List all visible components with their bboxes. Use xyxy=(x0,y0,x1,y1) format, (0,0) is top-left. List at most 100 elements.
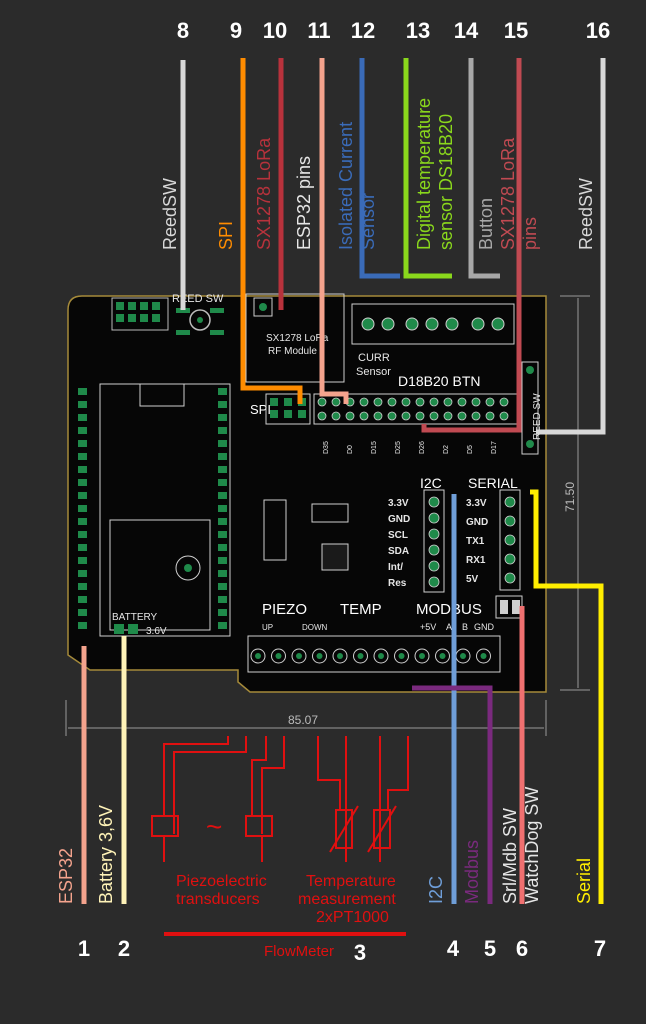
callout-number-2: 2 xyxy=(118,936,130,961)
terminal-pad xyxy=(398,653,405,659)
serial-pin xyxy=(504,496,516,508)
terminal-screw xyxy=(476,648,491,664)
piezo-wire-3 xyxy=(251,736,267,816)
esp32-header-pin xyxy=(471,397,481,407)
bottom-callouts: ESP32 Battery 3,6V I2C Modbus Srl/Mdb SW… xyxy=(56,787,606,961)
esp32-pin-right xyxy=(218,466,227,473)
leader-lines xyxy=(81,58,606,904)
curr-label-1: CURR xyxy=(358,352,390,364)
terminal-pad xyxy=(439,653,446,659)
esp32-header-pin xyxy=(471,411,481,421)
board-outline xyxy=(67,295,547,693)
terminal-pad xyxy=(316,653,323,659)
leader-9 xyxy=(240,58,303,404)
piezo-up: UP xyxy=(262,623,273,632)
callout-label-13a: Digital temperature xyxy=(414,98,434,250)
esp32-pin-label: D15 xyxy=(371,441,378,454)
temp-wire-1 xyxy=(317,736,341,810)
callout-number-7: 7 xyxy=(594,936,606,961)
esp32-header-pin xyxy=(317,397,327,407)
esp32-pin-label: D17 xyxy=(491,441,498,454)
esp32-pin-right xyxy=(218,622,227,629)
esp32-header-pin xyxy=(485,411,495,421)
esp32-header-pin xyxy=(387,397,397,407)
esp32-pin-left xyxy=(78,388,87,395)
piezo-wire-4 xyxy=(261,736,285,834)
esp32-header-pin xyxy=(359,411,369,421)
i2c-pin-label: GND xyxy=(388,514,410,525)
esp32-header-pin xyxy=(401,397,411,407)
terminal-pad xyxy=(275,653,282,659)
terminal-pad xyxy=(357,653,364,659)
esp32-pin-label: D26 xyxy=(419,441,426,454)
leader-5 xyxy=(412,685,493,904)
flowmeter-tilde: ~ xyxy=(206,811,222,842)
i2c-pin-label: Int/ xyxy=(388,562,403,573)
callout-number-5: 5 xyxy=(484,936,496,961)
battery-voltage: 3.6V xyxy=(146,626,167,637)
callout-label-14: Button xyxy=(476,198,496,250)
esp32-pin-left xyxy=(78,453,87,460)
esp32-pin-left xyxy=(78,609,87,616)
esp32-pin-right xyxy=(218,570,227,577)
callout-label-5: Modbus xyxy=(462,840,482,904)
esp32-pin-label: D0 xyxy=(347,445,354,454)
esp32-header-pin xyxy=(415,397,425,407)
pt1000-slash-1 xyxy=(329,805,359,853)
temp-caption-line3: 2xPT1000 xyxy=(316,909,389,926)
piezo-down: DOWN xyxy=(302,623,328,632)
lora-module-line1: SX1278 LoRa xyxy=(266,333,329,344)
callout-number-9: 9 xyxy=(230,18,242,43)
terminal-pad xyxy=(378,653,384,659)
esp32-pin-left xyxy=(78,479,87,486)
esp32-header-pin xyxy=(429,411,439,421)
callout-label-12a: Isolated Current xyxy=(336,122,356,250)
battery-label: BATTERY xyxy=(112,612,158,623)
curr-label-2: Sensor xyxy=(356,366,391,378)
temp-wire-4 xyxy=(387,736,409,810)
callout-label-12b: Sensor xyxy=(358,193,378,250)
temp-label: TEMP xyxy=(340,601,382,618)
esp32-pin-right xyxy=(218,492,227,499)
callout-label-15a: SX1278 LoRa xyxy=(498,137,518,250)
modbus-label: MODBUS xyxy=(416,601,482,618)
i2c-pin-label: SCL xyxy=(388,530,408,541)
i2c-pin xyxy=(428,528,440,540)
esp32-header-pin xyxy=(429,397,439,407)
esp32-header-pin xyxy=(331,411,341,421)
esp32-pin-left xyxy=(78,492,87,499)
dimension-width: 85.07 xyxy=(288,713,318,727)
i2c-pin-label: SDA xyxy=(388,546,409,557)
terminal-screw xyxy=(250,648,266,664)
pt1000-sensor-1 xyxy=(335,809,353,849)
serial-pin xyxy=(504,553,516,565)
terminal-pad xyxy=(460,653,466,659)
terminal-screw xyxy=(271,648,286,664)
esp32-pin-label: D25 xyxy=(395,441,402,454)
callout-label-6b: WatchDog SW xyxy=(522,787,542,904)
esp32-header-pin xyxy=(415,411,425,421)
spi-label: SPI xyxy=(250,402,271,417)
callout-label-11: ESP32 pins xyxy=(294,156,314,250)
esp32-header-pin xyxy=(443,411,453,421)
esp32-pin-left xyxy=(78,531,87,538)
esp32-pin-left xyxy=(78,518,87,525)
reed-sw-right: REED SW xyxy=(521,361,543,455)
modbus-a: A xyxy=(446,622,452,632)
terminal-pad xyxy=(480,653,487,659)
esp32-pin-right xyxy=(218,518,227,525)
lora-module: SX1278 LoRa RF Module xyxy=(245,293,345,383)
piezo-caption-line1: Piezoelectric xyxy=(176,873,267,890)
esp32-pin-right xyxy=(218,388,227,395)
callout-number-14: 14 xyxy=(454,18,479,43)
esp32-pin-right xyxy=(218,440,227,447)
modbus-gnd: GND xyxy=(474,622,495,632)
esp32-pin-left xyxy=(78,596,87,603)
esp32-header-pin xyxy=(499,411,509,421)
temp-caption-line2: measurement xyxy=(298,891,396,908)
piezo-caption-line2: transducers xyxy=(176,891,260,908)
reed-sw-top-label: REED SW xyxy=(172,293,224,305)
